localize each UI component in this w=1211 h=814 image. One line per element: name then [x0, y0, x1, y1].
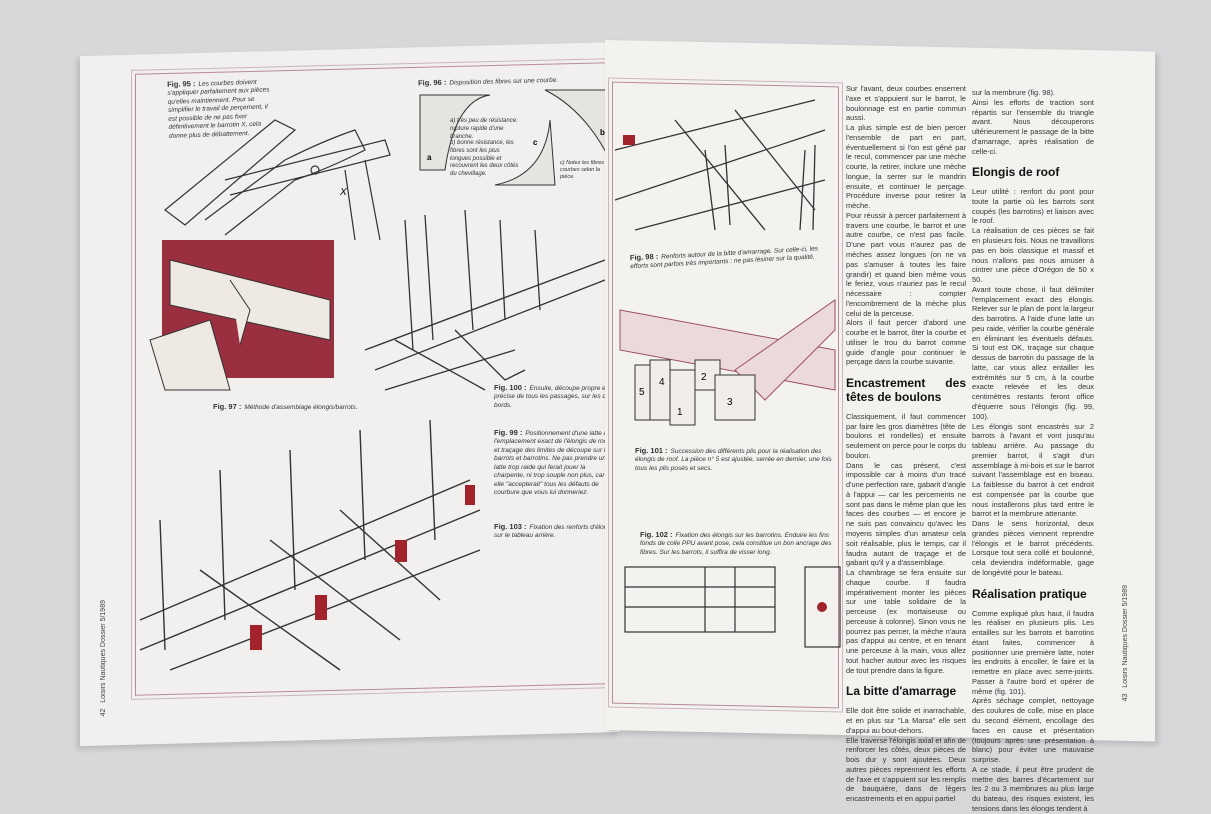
fig101-illustration: 1 2 3 4 5 — [619, 299, 836, 426]
svg-text:3: 3 — [727, 397, 733, 408]
svg-text:a: a — [427, 153, 432, 162]
paragraph: Les élongis sont encastrés sur 2 barrots… — [972, 421, 1094, 519]
fig100-caption: Fig. 100 :Ensuite, découpe propre et pré… — [494, 383, 617, 409]
paragraph: Ainsi les efforts de traction sont répar… — [972, 97, 1094, 156]
paragraph: Elle traverse l'élongis axial et afin de… — [846, 735, 966, 804]
right-page-footer: 43 Loisirs Nautiques Dossier 5/1989 — [1122, 585, 1129, 702]
svg-text:5: 5 — [639, 387, 645, 398]
fig102-illustration — [624, 566, 841, 648]
paragraph: Après séchage complet, nettoyage des cou… — [972, 696, 1094, 765]
fig96-illustration: a c b — [419, 89, 611, 186]
section-heading: Réalisation pratique — [972, 586, 1087, 601]
paragraph: Comme expliqué plus haut, il faudra les … — [972, 608, 1094, 696]
fig97-caption: Fig. 97 :Méthode d'assemblage élongis/ba… — [213, 402, 358, 411]
fig96-note-a: a) très peu de résistance: rupture rapid… — [450, 118, 518, 140]
clamp-icons — [250, 485, 475, 650]
fig101-caption: Fig. 101 :Succession des différents plis… — [635, 446, 832, 472]
paragraph: Avant toute chose, il faut délimiter l'e… — [972, 284, 1094, 421]
svg-text:b: b — [600, 128, 605, 137]
svg-text:2: 2 — [701, 372, 707, 383]
paragraph: Alors il faut percer d'abord une courbe … — [846, 318, 966, 367]
paragraph: Sur l'avant, deux courbes enserrent l'ax… — [846, 84, 966, 123]
paragraph: La réalisation de ces pièces se fait en … — [972, 226, 1094, 285]
fig100-illustration — [364, 209, 606, 391]
fig99-caption: Fig. 99 :Positionnement d'une latte à l'… — [494, 428, 613, 497]
paragraph: Classiquement, il faut commencer par fai… — [846, 411, 966, 460]
paragraph: Leur utilité : renfort du pont pour tout… — [972, 187, 1094, 226]
fig96-note-b: b) bonne résistance, les fibres sont les… — [450, 140, 519, 178]
fig96-note-c: c) Notez les fibres courbes selon la piè… — [560, 160, 605, 181]
paragraph: Dans le sens horizontal, deux grandes pi… — [972, 519, 1094, 578]
section-heading: Elongis de roof — [972, 165, 1060, 180]
paragraph: sur la membrure (fig. 98). — [972, 88, 1055, 97]
left-page-footer: 42 Loisirs Nautiques Dossier 5/1989 — [100, 600, 107, 717]
section-heading: Encastrement des têtes de boulons — [846, 376, 966, 404]
paragraph: La chambrage se fera ensuite sur chaque … — [846, 568, 966, 675]
svg-text:4: 4 — [659, 377, 665, 388]
fig102-caption: Fig. 102 :Fixation des élongis sur les b… — [640, 530, 832, 556]
section-heading: La bitte d'amarrage — [846, 684, 957, 699]
paragraph: Pour réussir à percer parfaitement à tra… — [846, 210, 966, 318]
fig95-illustration: X — [164, 119, 391, 241]
right-text-column-2: sur la membrure (fig. 98).Ainsi les effo… — [972, 88, 1094, 814]
fig99-103-illustration — [139, 419, 481, 671]
fig98-illustration — [614, 99, 826, 231]
fig97-illustration — [149, 259, 331, 391]
svg-text:1: 1 — [677, 407, 683, 418]
paragraph: La plus simple est de bien percer l'ense… — [846, 123, 966, 211]
x-marker: X — [339, 187, 347, 198]
fig103-caption: Fig. 103 :Fixation des renforts d'élongi… — [494, 522, 616, 540]
paragraph: A ce stade, il peut être prudent de mett… — [972, 764, 1094, 813]
paragraph: Dans le cas présent, c'est impossible ca… — [846, 460, 966, 568]
right-text-column-1: Sur l'avant, deux courbes enserrent l'ax… — [846, 84, 966, 804]
paragraph: Elle doit être solide et inarrachable, e… — [846, 706, 966, 735]
svg-text:c: c — [533, 138, 538, 147]
